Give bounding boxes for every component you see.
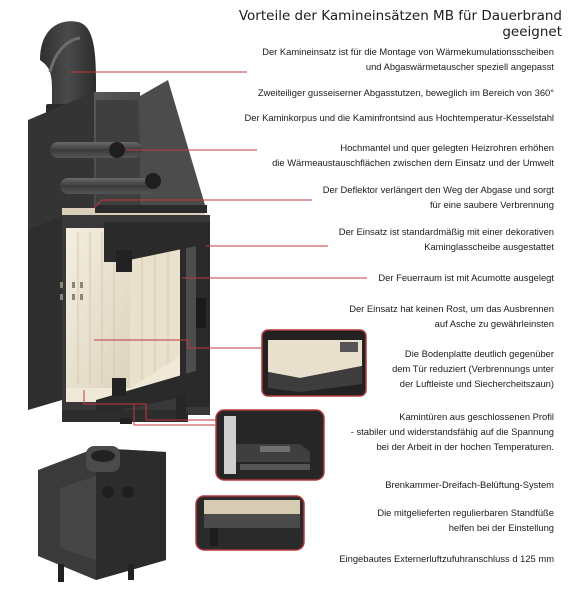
heating-pipes	[50, 142, 161, 194]
feature-line: die Wärmeaustauschflächen zwischen dem E…	[272, 157, 554, 168]
feature-line: und Abgaswärmetauscher speziell angepass…	[365, 61, 554, 72]
feature-line: Eingebautes Externerluftzufuhranschluss …	[339, 553, 554, 564]
feature-line: dem Tür reduziert (Verbrennungs unter	[392, 363, 554, 374]
feature-glass: Der Einsatz ist standardmäßig mit einer …	[339, 224, 554, 254]
feature-line: Kamintüren aus geschlossenen Profil	[399, 411, 554, 422]
inset-door-profile	[215, 409, 325, 481]
feature-line: Die mitgelieferten regulierbaren Standfü…	[377, 507, 554, 518]
feature-no-grate: Der Einsatz hat keinen Rost, um das Ausb…	[349, 301, 554, 331]
feature-line: - stabiler und widerstandsfähig auf die …	[350, 426, 554, 437]
page-title: Vorteile der Kamineinsätzen MB für Dauer…	[238, 8, 562, 40]
inset-adjustable-foot	[195, 495, 305, 551]
firebox-body	[28, 215, 210, 424]
adjustable-foot	[176, 395, 186, 421]
feature-line: Brenkammer-Dreifach-Belüftung-System	[385, 479, 554, 490]
door-handle	[196, 298, 206, 328]
feature-line: Hochmantel und quer gelegten Heizrohren …	[340, 142, 554, 153]
feature-line: Der Kamineinsatz ist für die Montage von…	[262, 46, 554, 57]
feature-line: Der Einsatz ist standardmäßig mit einer …	[338, 226, 554, 237]
feature-line: Der Feuerraum ist mit Acumotte ausgelegt	[378, 272, 554, 283]
rear-view-unit	[38, 446, 166, 582]
feature-acumotte: Der Feuerraum ist mit Acumotte ausgelegt	[378, 270, 554, 285]
feature-line: bei der Arbeit in der hochen Temperature…	[376, 441, 554, 452]
feature-line: Kaminglasscheibe ausgestattet	[424, 241, 554, 252]
pipe-opening	[109, 142, 125, 158]
pipe-opening	[145, 173, 161, 189]
feature-line: Zweiteiliger gusseiserner Abgasstutzen, …	[257, 87, 554, 98]
feature-line: helfen bei der Einstellung	[448, 522, 554, 533]
feature-air-system: Brenkammer-Dreifach-Belüftung-System	[385, 477, 554, 492]
feature-line: auf Asche zu gewährleinsten	[434, 318, 554, 329]
feature-deflector: Der Deflektor verlängert den Weg der Abg…	[323, 182, 554, 212]
feature-boiler-steel: Der Kaminkorpus und die Kaminfrontsind a…	[244, 110, 554, 125]
feature-line: für eine saubere Verbrennung	[429, 199, 554, 210]
leader-lines	[70, 71, 367, 426]
feature-line: Die Bodenplatte deutlich gegenüber	[404, 348, 554, 359]
feature-door-profile: Kamintüren aus geschlossenen Profil - st…	[351, 409, 554, 454]
feature-base-plate: Die Bodenplatte deutlich gegenüber dem T…	[392, 346, 554, 391]
feature-line: Der Kaminkorpus und die Kaminfrontsind a…	[244, 112, 554, 123]
feature-line: Der Deflektor verlängert den Weg der Abg…	[322, 184, 554, 195]
feature-accumulation: Der Kamineinsatz ist für die Montage von…	[262, 44, 554, 74]
feature-line: der Luftleiste und Siechercheitszaun)	[399, 378, 554, 389]
feature-flue-collar: Zweiteiliger gusseiserner Abgasstutzen, …	[258, 85, 554, 100]
inset-base-plate	[261, 329, 367, 397]
feature-feet: Die mitgelieferten regulierbaren Standfü…	[377, 505, 554, 535]
deflector	[62, 205, 207, 230]
feature-heating-pipes: Hochmantel und quer gelegten Heizrohren …	[272, 140, 554, 170]
feature-external-air: Eingebautes Externerluftzufuhranschluss …	[339, 551, 554, 566]
feature-line: Der Einsatz hat keinen Rost, um das Ausb…	[349, 303, 554, 314]
